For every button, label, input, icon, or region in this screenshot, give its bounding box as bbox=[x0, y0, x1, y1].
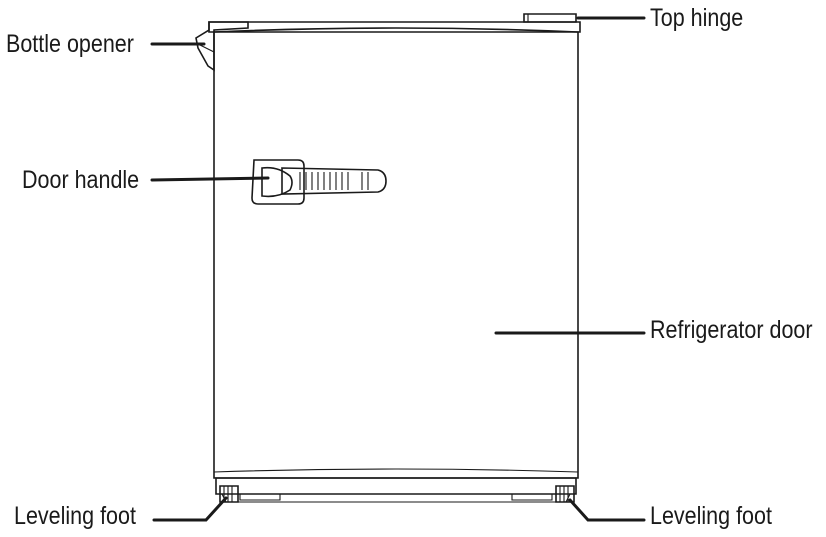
label-door-handle: Door handle bbox=[22, 166, 140, 194]
leader-leveling-foot-right bbox=[568, 498, 646, 522]
leader-leveling-foot-left bbox=[152, 496, 228, 522]
top-hinge-part bbox=[523, 13, 577, 23]
bottle-opener-part bbox=[195, 21, 249, 72]
handle-grip-ribs bbox=[299, 172, 369, 190]
label-refrigerator-door: Refrigerator door bbox=[650, 316, 813, 344]
label-bottle-opener: Bottle opener bbox=[6, 30, 134, 58]
refrigerator-body bbox=[208, 21, 581, 503]
label-leveling-foot-right: Leveling foot bbox=[650, 502, 772, 530]
label-leveling-foot-left: Leveling foot bbox=[14, 502, 136, 530]
door-handle-part bbox=[251, 159, 387, 205]
label-top-hinge: Top hinge bbox=[650, 4, 744, 32]
leader-lines bbox=[150, 16, 646, 522]
leader-door-handle bbox=[150, 176, 270, 182]
leveling-foot-right-part bbox=[555, 485, 575, 503]
